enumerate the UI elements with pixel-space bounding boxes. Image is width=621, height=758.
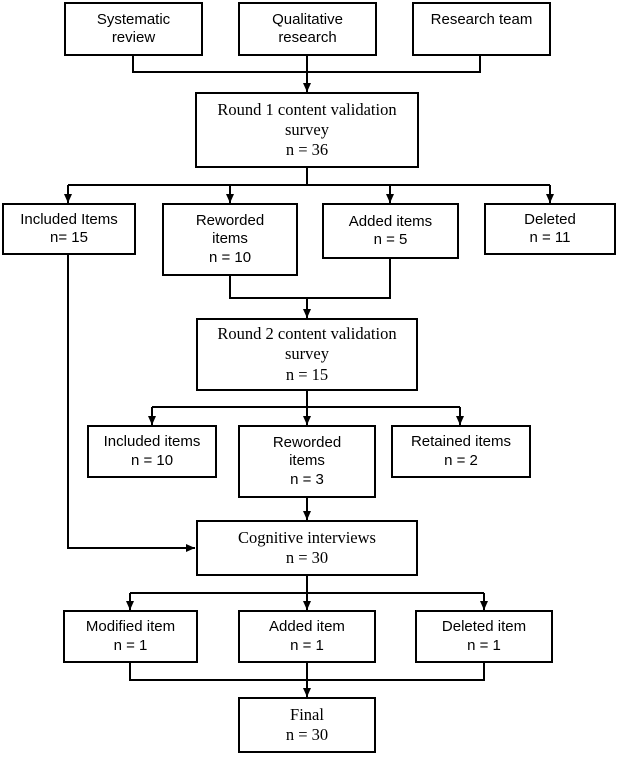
box-line: Modified item (85, 618, 176, 636)
box-line: review (111, 29, 156, 46)
round1-reworded-items-box: Reworded items n = 10 (162, 203, 298, 276)
box-line: n = 3 (290, 470, 324, 488)
box-line: Included Items (20, 210, 118, 228)
box-line: survey (285, 119, 329, 139)
box-line: items (212, 230, 248, 248)
round2-retained-items-box: Retained items n = 2 (391, 425, 531, 478)
box-line: n = 1 (467, 636, 501, 654)
box-line: n = 15 (285, 364, 329, 384)
box-line: Final (290, 704, 324, 724)
box-line: Included items (103, 433, 201, 451)
round1-survey-box: Round 1 content validation survey n = 36 (195, 92, 419, 168)
box-line: n = 10 (130, 451, 174, 469)
box-line: Added items (348, 212, 433, 230)
box-line: n = 11 (529, 229, 571, 246)
box-line: Deleted item (441, 618, 527, 636)
qualitative-research-box: Qualitative research (238, 2, 377, 56)
box-line: Deleted (524, 210, 576, 228)
box-line: n = 1 (113, 636, 148, 654)
box-line: n = 36 (285, 140, 329, 160)
box-line: items (289, 452, 325, 470)
box-line: n = 10 (208, 248, 252, 266)
box-line: Round 2 content validation (217, 324, 397, 344)
round2-included-items-box: Included items n = 10 (87, 425, 217, 478)
box-line: Research team (430, 11, 533, 28)
box-line: Reworded (272, 434, 342, 452)
box-line: Round 1 content validation (217, 99, 397, 119)
box-line: n = 30 (285, 725, 329, 744)
round2-survey-box: Round 2 content validation survey n = 15 (196, 318, 418, 391)
round2-reworded-items-box: Reworded items n = 3 (238, 425, 376, 498)
box-line: Added item (269, 618, 345, 636)
round1-added-items-box: Added items n = 5 (322, 203, 459, 259)
systematic-review-box: Systematic review (64, 2, 203, 56)
final-box: Final n = 30 (238, 697, 376, 753)
cognitive-interviews-box: Cognitive interviews n = 30 (196, 520, 418, 576)
box-line: research (278, 29, 337, 46)
modified-item-box: Modified item n = 1 (63, 610, 198, 663)
box-line: Reworded (195, 212, 265, 230)
box-line: Qualitative (272, 10, 343, 28)
round1-included-items-box: Included Items n= 15 (2, 203, 136, 255)
box-line: Systematic (96, 10, 171, 28)
added-item-box: Added item n = 1 (238, 610, 376, 663)
research-team-box: Research team (412, 2, 551, 56)
box-line: n = 1 (290, 636, 324, 654)
deleted-item-box: Deleted item n = 1 (415, 610, 553, 663)
round1-deleted-box: Deleted n = 11 (484, 203, 616, 255)
box-line: n= 15 (50, 229, 88, 246)
box-line: n = 5 (373, 231, 408, 248)
box-line: n = 30 (285, 548, 329, 567)
box-line: Cognitive interviews (238, 527, 376, 547)
box-line: survey (285, 344, 329, 364)
box-line: n = 2 (444, 451, 478, 469)
box-line: Retained items (410, 433, 512, 451)
